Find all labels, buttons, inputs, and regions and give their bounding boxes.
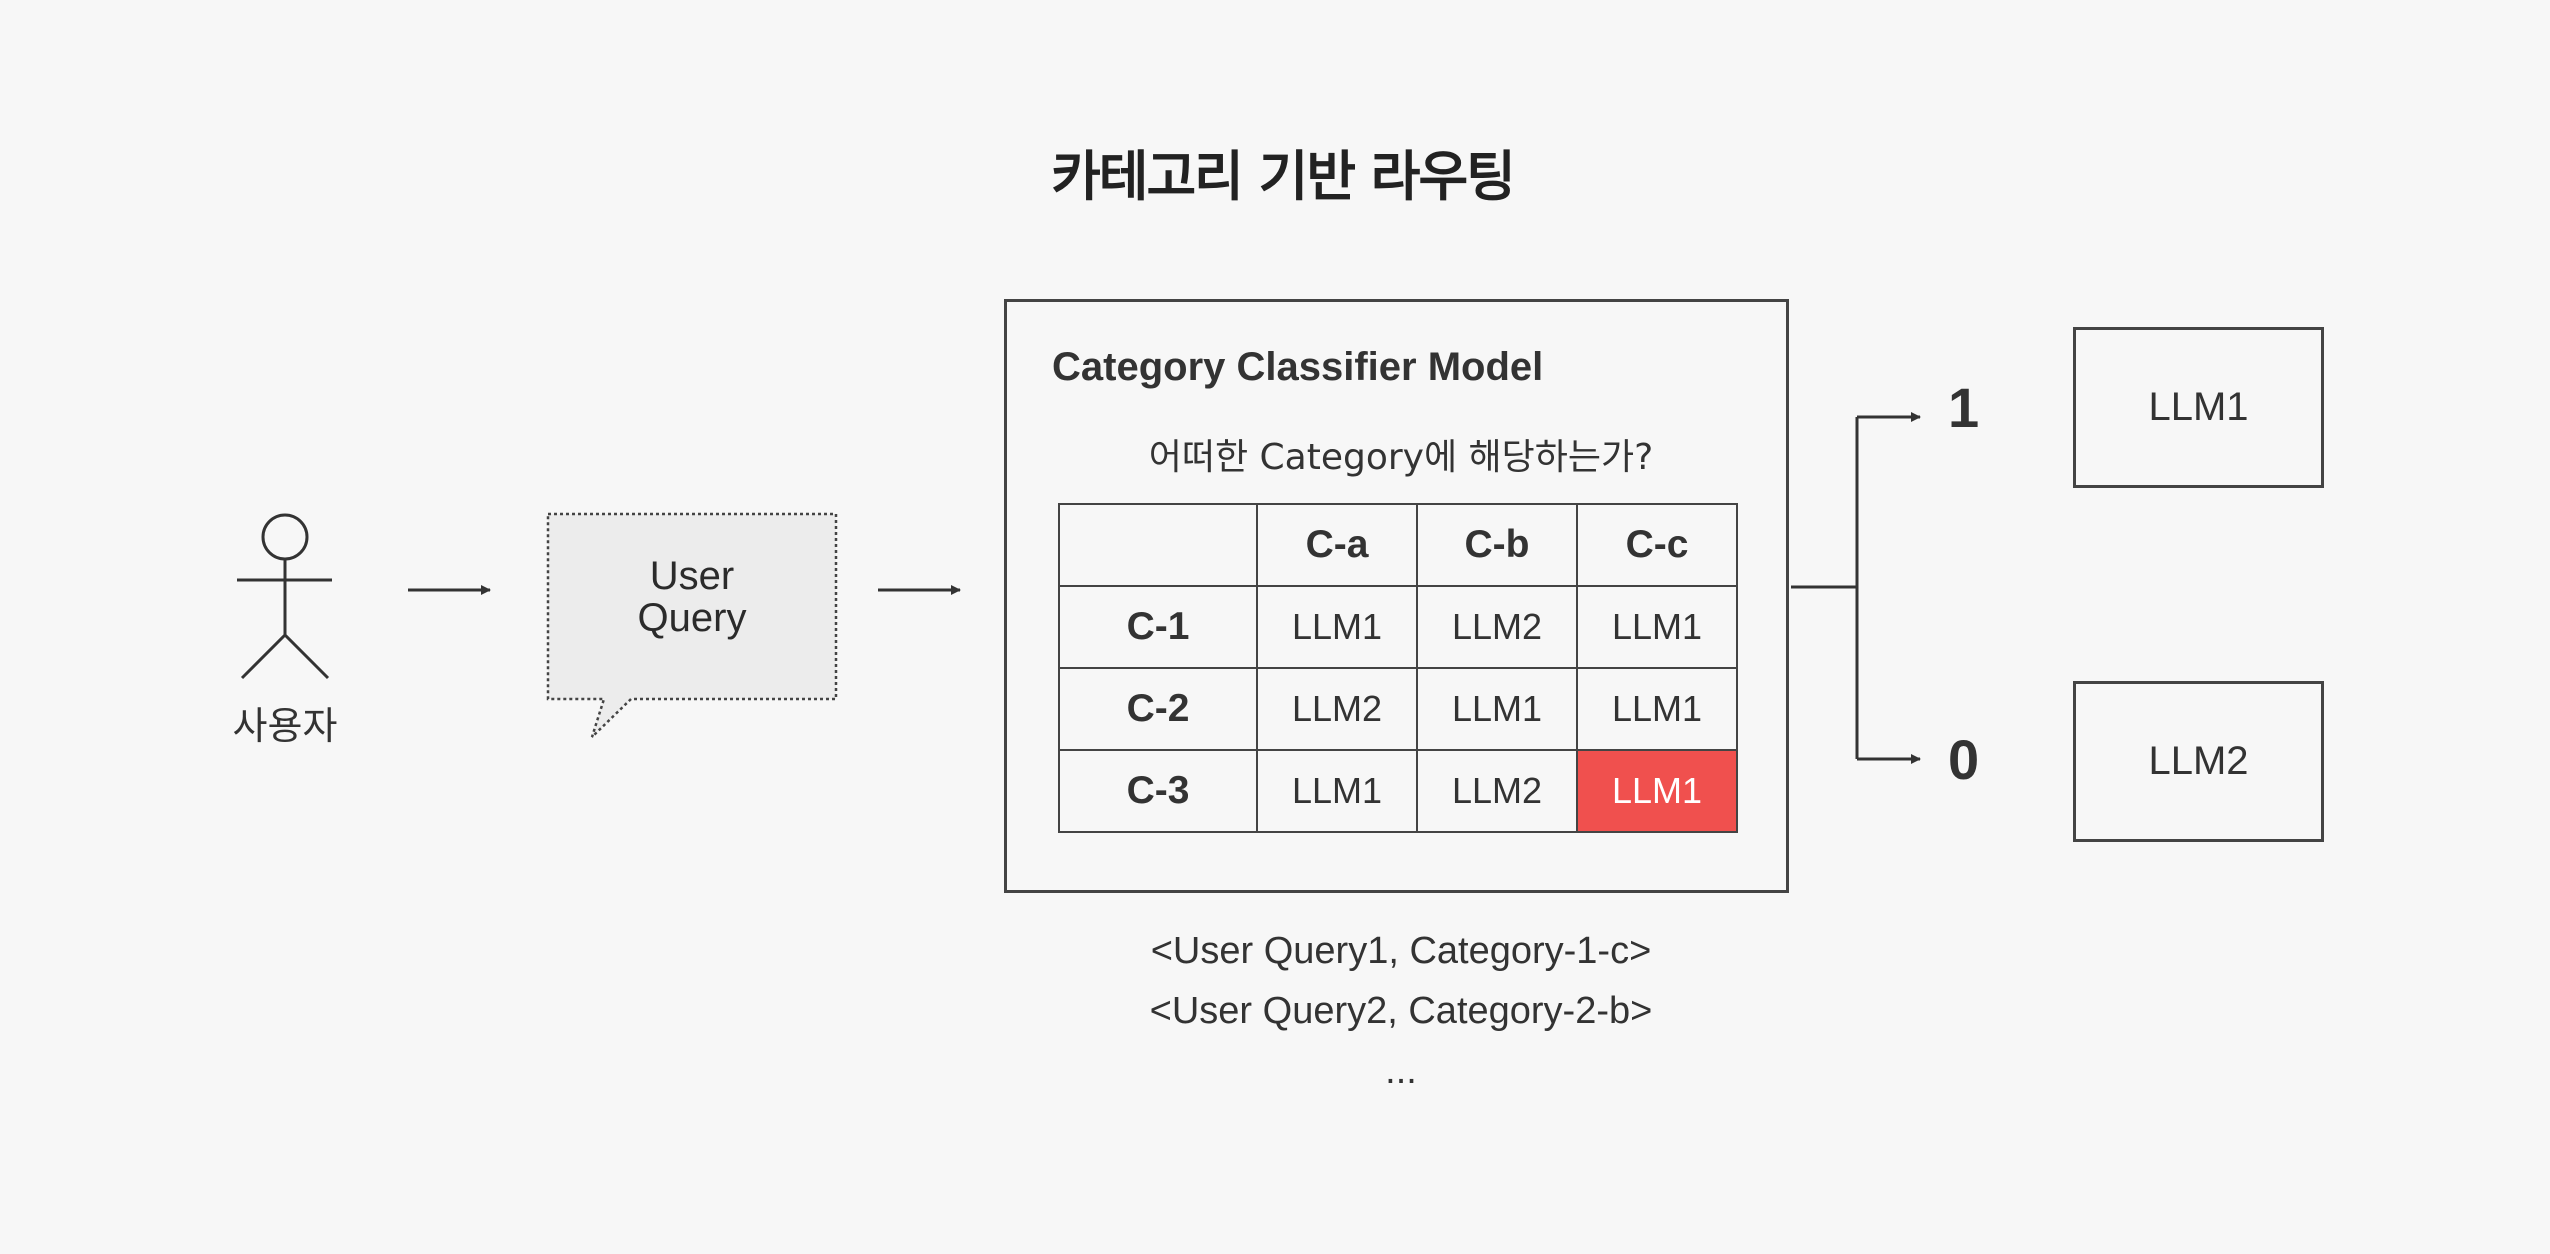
table-cell: LLM1 (1576, 667, 1738, 751)
query-bubble-text: User Query (548, 555, 836, 639)
row-header: C-1 (1058, 585, 1258, 669)
example-ellipsis: ... (1385, 1050, 1417, 1092)
column-header: C-b (1416, 503, 1578, 587)
table-row: C-2 LLM2 LLM1 LLM1 (1058, 667, 1738, 751)
row-header: C-3 (1058, 749, 1258, 833)
user-label: 사용자 (232, 704, 338, 748)
table-cell: LLM1 (1416, 667, 1578, 751)
llm2-box: LLM2 (2073, 681, 2324, 842)
output-value-1: 1 (1948, 376, 1980, 439)
routing-table: C-a C-b C-c C-1 LLM1 LLM2 LLM1 C-2 LLM2 … (1058, 503, 1738, 833)
column-header: C-a (1256, 503, 1418, 587)
table-cell: LLM1 (1256, 749, 1418, 833)
table-row: C-3 LLM1 LLM2 LLM1 (1058, 749, 1738, 833)
table-header-row: C-a C-b C-c (1058, 503, 1738, 587)
output-value-0: 0 (1948, 728, 1980, 791)
table-cell: LLM2 (1416, 749, 1578, 833)
classifier-question: 어떠한 Category에 해당하는가? (1148, 437, 1654, 478)
classifier-box (1004, 299, 1789, 893)
column-header: C-c (1576, 503, 1738, 587)
row-header: C-2 (1058, 667, 1258, 751)
table-corner-cell (1058, 503, 1258, 587)
page-title: 카테고리 기반 라우팅 (1051, 145, 1516, 208)
table-cell: LLM2 (1256, 667, 1418, 751)
table-cell: LLM1 (1576, 585, 1738, 669)
classifier-title: Category Classifier Model (1052, 345, 1544, 389)
table-cell: LLM1 (1256, 585, 1418, 669)
query-bubble (546, 512, 838, 738)
highlighted-cell: LLM1 (1576, 749, 1738, 833)
user-icon (237, 513, 332, 680)
example-pair: <User Query2, Category-2-b> (1149, 990, 1653, 1032)
query-line-2: Query (637, 596, 747, 640)
table-cell: LLM2 (1416, 585, 1578, 669)
query-line-1: User (649, 554, 735, 598)
table-row: C-1 LLM1 LLM2 LLM1 (1058, 585, 1738, 669)
example-pair: <User Query1, Category-1-c> (1150, 930, 1652, 972)
llm1-box: LLM1 (2073, 327, 2324, 488)
branch-connector (1791, 412, 1921, 764)
